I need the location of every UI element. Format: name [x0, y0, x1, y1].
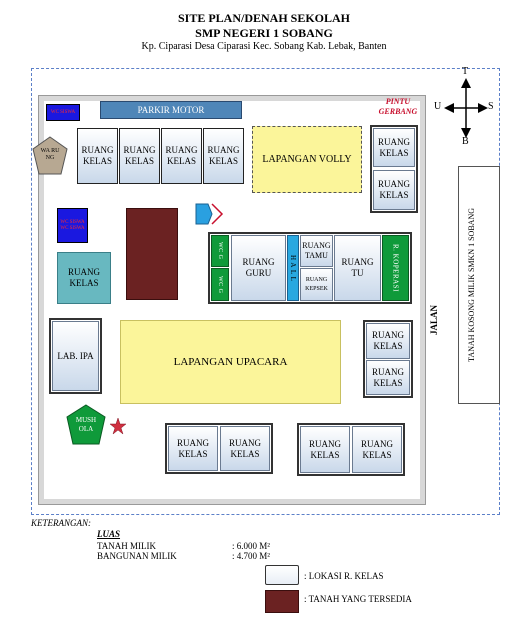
ruang-kelas-9: RUANG KELAS	[366, 360, 410, 395]
ruang-kelas-11: RUANG KELAS	[220, 426, 270, 471]
ruang-kelas-7: RUANG KELAS	[57, 252, 111, 304]
wc-siswa-mid: WC SISWA WC SISWA	[57, 208, 88, 243]
legend-kelas-swatch	[265, 565, 299, 585]
ruang-guru: RUANG GURU	[231, 235, 286, 301]
lapangan-upacara: LAPANGAN UPACARA	[120, 320, 341, 404]
compass-north: T	[462, 66, 469, 77]
school-name: SMP NEGERI 1 SOBANG	[195, 26, 333, 40]
ruang-kelas-10: RUANG KELAS	[168, 426, 218, 471]
ruang-kelas-1: RUANG KELAS	[77, 128, 118, 184]
legend-luas: LUAS	[97, 529, 121, 539]
legend-tanah-swatch	[265, 590, 299, 613]
lab-ipa: LAB. IPA	[52, 321, 99, 391]
warung-shape-icon	[32, 136, 68, 175]
ruang-kelas-13: RUANG KELAS	[352, 426, 402, 473]
ruang-koperasi: R. KOPERASI	[382, 235, 409, 301]
ruang-kelas-12: RUANG KELAS	[300, 426, 350, 473]
ruang-tu: RUANG TU	[334, 235, 381, 301]
compass-east: S	[488, 101, 494, 112]
ruang-kelas-8: RUANG KELAS	[366, 323, 410, 359]
legend-keterangan: KETERANGAN:	[31, 518, 91, 528]
tanah-tersedia-area	[126, 208, 178, 300]
lapangan-volly: LAPANGAN VOLLY	[252, 126, 362, 193]
parkir-motor: PARKIR MOTOR	[100, 101, 242, 119]
ruang-tamu: RUANG TAMU	[300, 235, 333, 267]
ruang-kelas-5: RUANG KELAS	[373, 128, 415, 167]
gate-marker	[194, 202, 224, 226]
ruang-kelas-4: RUANG KELAS	[203, 128, 244, 184]
hall: H A L L	[287, 235, 299, 301]
jalan-label: JALAN	[429, 304, 440, 336]
legend-bangunan-milik-label: BANGUNAN MILIK	[97, 551, 177, 561]
musholla: MUSH OLA	[66, 404, 132, 446]
ruang-kelas-2: RUANG KELAS	[119, 128, 160, 184]
musholla-shape-icon	[66, 404, 127, 445]
wc-guru-2: WC G	[211, 268, 229, 301]
school-address: Kp. Ciparasi Desa Ciparasi Kec. Sobang K…	[141, 41, 387, 52]
compass-arrows-icon	[444, 78, 488, 138]
page-title: SITE PLAN/DENAH SEKOLAH	[177, 11, 351, 25]
compass-south: B	[462, 136, 469, 147]
warung: WA RU NG	[32, 136, 68, 176]
gate-marker-icon	[195, 203, 224, 225]
pintu-gerbang: PINTU GERBANG	[378, 97, 418, 116]
legend-tanah-milik-label: TANAH MILIK	[97, 541, 157, 551]
legend-lokasi-kelas: : LOKASI R. KELAS	[304, 571, 384, 581]
tanah-kosong-smkn: TANAH KOSONG MILIK SMKN 1 SOBANG	[458, 166, 500, 404]
wc-siswa-top: WC SISWA	[46, 104, 80, 121]
compass: T U S B	[434, 66, 496, 150]
ruang-kepsek: RUANG KEPSEK	[300, 268, 333, 301]
compass-west: U	[434, 101, 442, 112]
wc-guru-1: WC G	[211, 235, 229, 267]
legend-tanah-tersedia: : TANAH YANG TERSEDIA	[304, 594, 412, 604]
ruang-kelas-3: RUANG KELAS	[161, 128, 202, 184]
legend-tanah-milik-value: : 6.000 M²	[232, 541, 270, 551]
ruang-kelas-6: RUANG KELAS	[373, 170, 415, 210]
legend-bangunan-milik-value: : 4.700 M²	[232, 551, 270, 561]
